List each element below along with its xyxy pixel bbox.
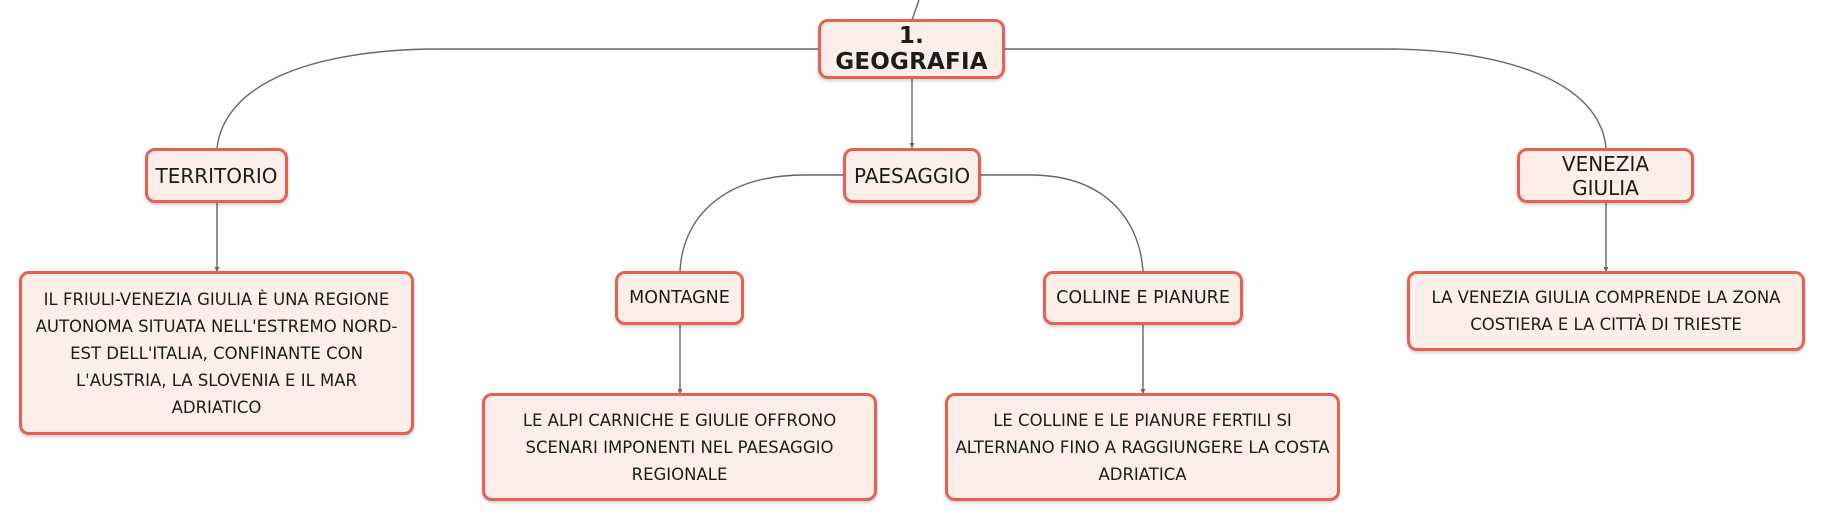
arrowhead-colline-desc [1140, 389, 1146, 394]
venezia-giulia-node[interactable]: VENEZIA GIULIA [1517, 148, 1694, 203]
connector-root-territorio [216, 48, 820, 149]
connector-paesaggio-montagne [679, 174, 845, 272]
arrowhead-montagne-desc [677, 389, 683, 394]
connector-parent-root [911, 0, 920, 21]
venezia-giulia-label: VENEZIA GIULIA [1561, 151, 1650, 200]
connector-root-venezia-giulia [1004, 48, 1607, 149]
root-label: 1. GEOGRAFIA [835, 23, 988, 75]
colline-description: LE COLLINE E LE PIANURE FERTILI SI ALTER… [955, 410, 1330, 484]
root-node[interactable]: 1. GEOGRAFIA [818, 19, 1005, 79]
territorio-description: IL FRIULI-VENEZIA GIULIA È UNA REGIONE A… [35, 289, 398, 417]
colline-label: COLLINE E PIANURE [1056, 288, 1230, 308]
paesaggio-label: PAESAGGIO [853, 163, 971, 188]
arrowhead-root-paesaggio [909, 143, 915, 148]
montagne-description-node[interactable]: LE ALPI CARNICHE E GIULIE OFFRONO SCENAR… [482, 393, 877, 501]
territorio-node[interactable]: TERRITORIO [145, 148, 288, 203]
territorio-description-node[interactable]: IL FRIULI-VENEZIA GIULIA È UNA REGIONE A… [19, 271, 414, 435]
colline-description-node[interactable]: LE COLLINE E LE PIANURE FERTILI SI ALTER… [945, 393, 1340, 501]
montagne-node[interactable]: MONTAGNE [615, 271, 744, 325]
venezia-giulia-description: LA VENEZIA GIULIA COMPRENDE LA ZONA COST… [1431, 288, 1781, 334]
venezia-giulia-description-node[interactable]: LA VENEZIA GIULIA COMPRENDE LA ZONA COST… [1407, 271, 1805, 351]
arrowhead-venezia-giulia-desc [1603, 267, 1609, 272]
arrowhead-territorio-desc [214, 267, 220, 272]
territorio-label: TERRITORIO [155, 163, 278, 188]
montagne-description: LE ALPI CARNICHE E GIULIE OFFRONO SCENAR… [522, 410, 837, 484]
montagne-label: MONTAGNE [629, 288, 730, 308]
colline-node[interactable]: COLLINE E PIANURE [1043, 271, 1243, 325]
connector-paesaggio-colline [979, 174, 1144, 272]
paesaggio-node[interactable]: PAESAGGIO [843, 148, 981, 203]
